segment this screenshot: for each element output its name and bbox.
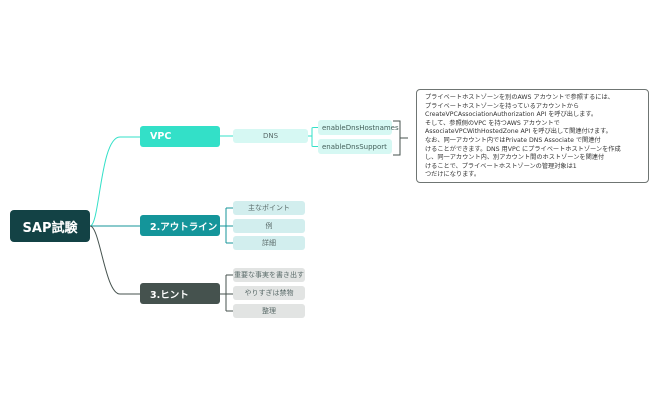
summary-note[interactable]: プライベートホストゾーンを別のAWS アカウントで参照するには、 プライベートホ… — [416, 89, 649, 183]
topic-write-key-facts[interactable]: 重要な事実を書き出す — [233, 268, 305, 282]
branch-vpc[interactable]: VPC — [140, 126, 220, 147]
note-line: けることで、プライベートホストゾーンの管理対象は1 — [425, 162, 577, 170]
note-line: AssociateVPCWithHostedZone API を呼び出して関連付… — [425, 128, 612, 136]
topic-example[interactable]: 例 — [233, 219, 305, 233]
note-line: そして、参照側のVPC を持つAWS アカウントで — [425, 119, 560, 127]
branch-hint[interactable]: 3.ヒント — [140, 283, 220, 304]
note-line: し、同一アカウント内、別アカウント間のホストゾーンを関連付 — [425, 154, 605, 162]
topic-main-points[interactable]: 主なポイント — [233, 201, 305, 215]
topic-dns[interactable]: DNS — [233, 129, 308, 143]
root-node[interactable]: SAP試験 — [10, 210, 90, 242]
note-line: なお、同一アカウント内ではPrivate DNS Associate で関連付 — [425, 136, 601, 144]
topic-dont-overdo[interactable]: やりすぎは禁物 — [233, 286, 305, 300]
topic-enable-dns-hostnames[interactable]: enableDnsHostnames — [318, 120, 399, 135]
topic-enable-dns-support[interactable]: enableDnsSupport — [318, 139, 392, 154]
topic-details[interactable]: 詳細 — [233, 236, 305, 250]
note-line: プライベートホストゾーンを持っているアカウントから — [425, 102, 580, 110]
note-line: CreateVPCAssociationAuthorization API を呼… — [425, 111, 598, 119]
topic-organize[interactable]: 整理 — [233, 304, 305, 318]
branch-outline[interactable]: 2.アウトライン — [140, 215, 220, 236]
note-line: けることができます。DNS 用VPC にプライベートホストゾーンを作成 — [425, 145, 621, 153]
note-line: プライベートホストゾーンを別のAWS アカウントで参照するには、 — [425, 94, 614, 101]
note-line: つだけになります。 — [425, 171, 481, 179]
